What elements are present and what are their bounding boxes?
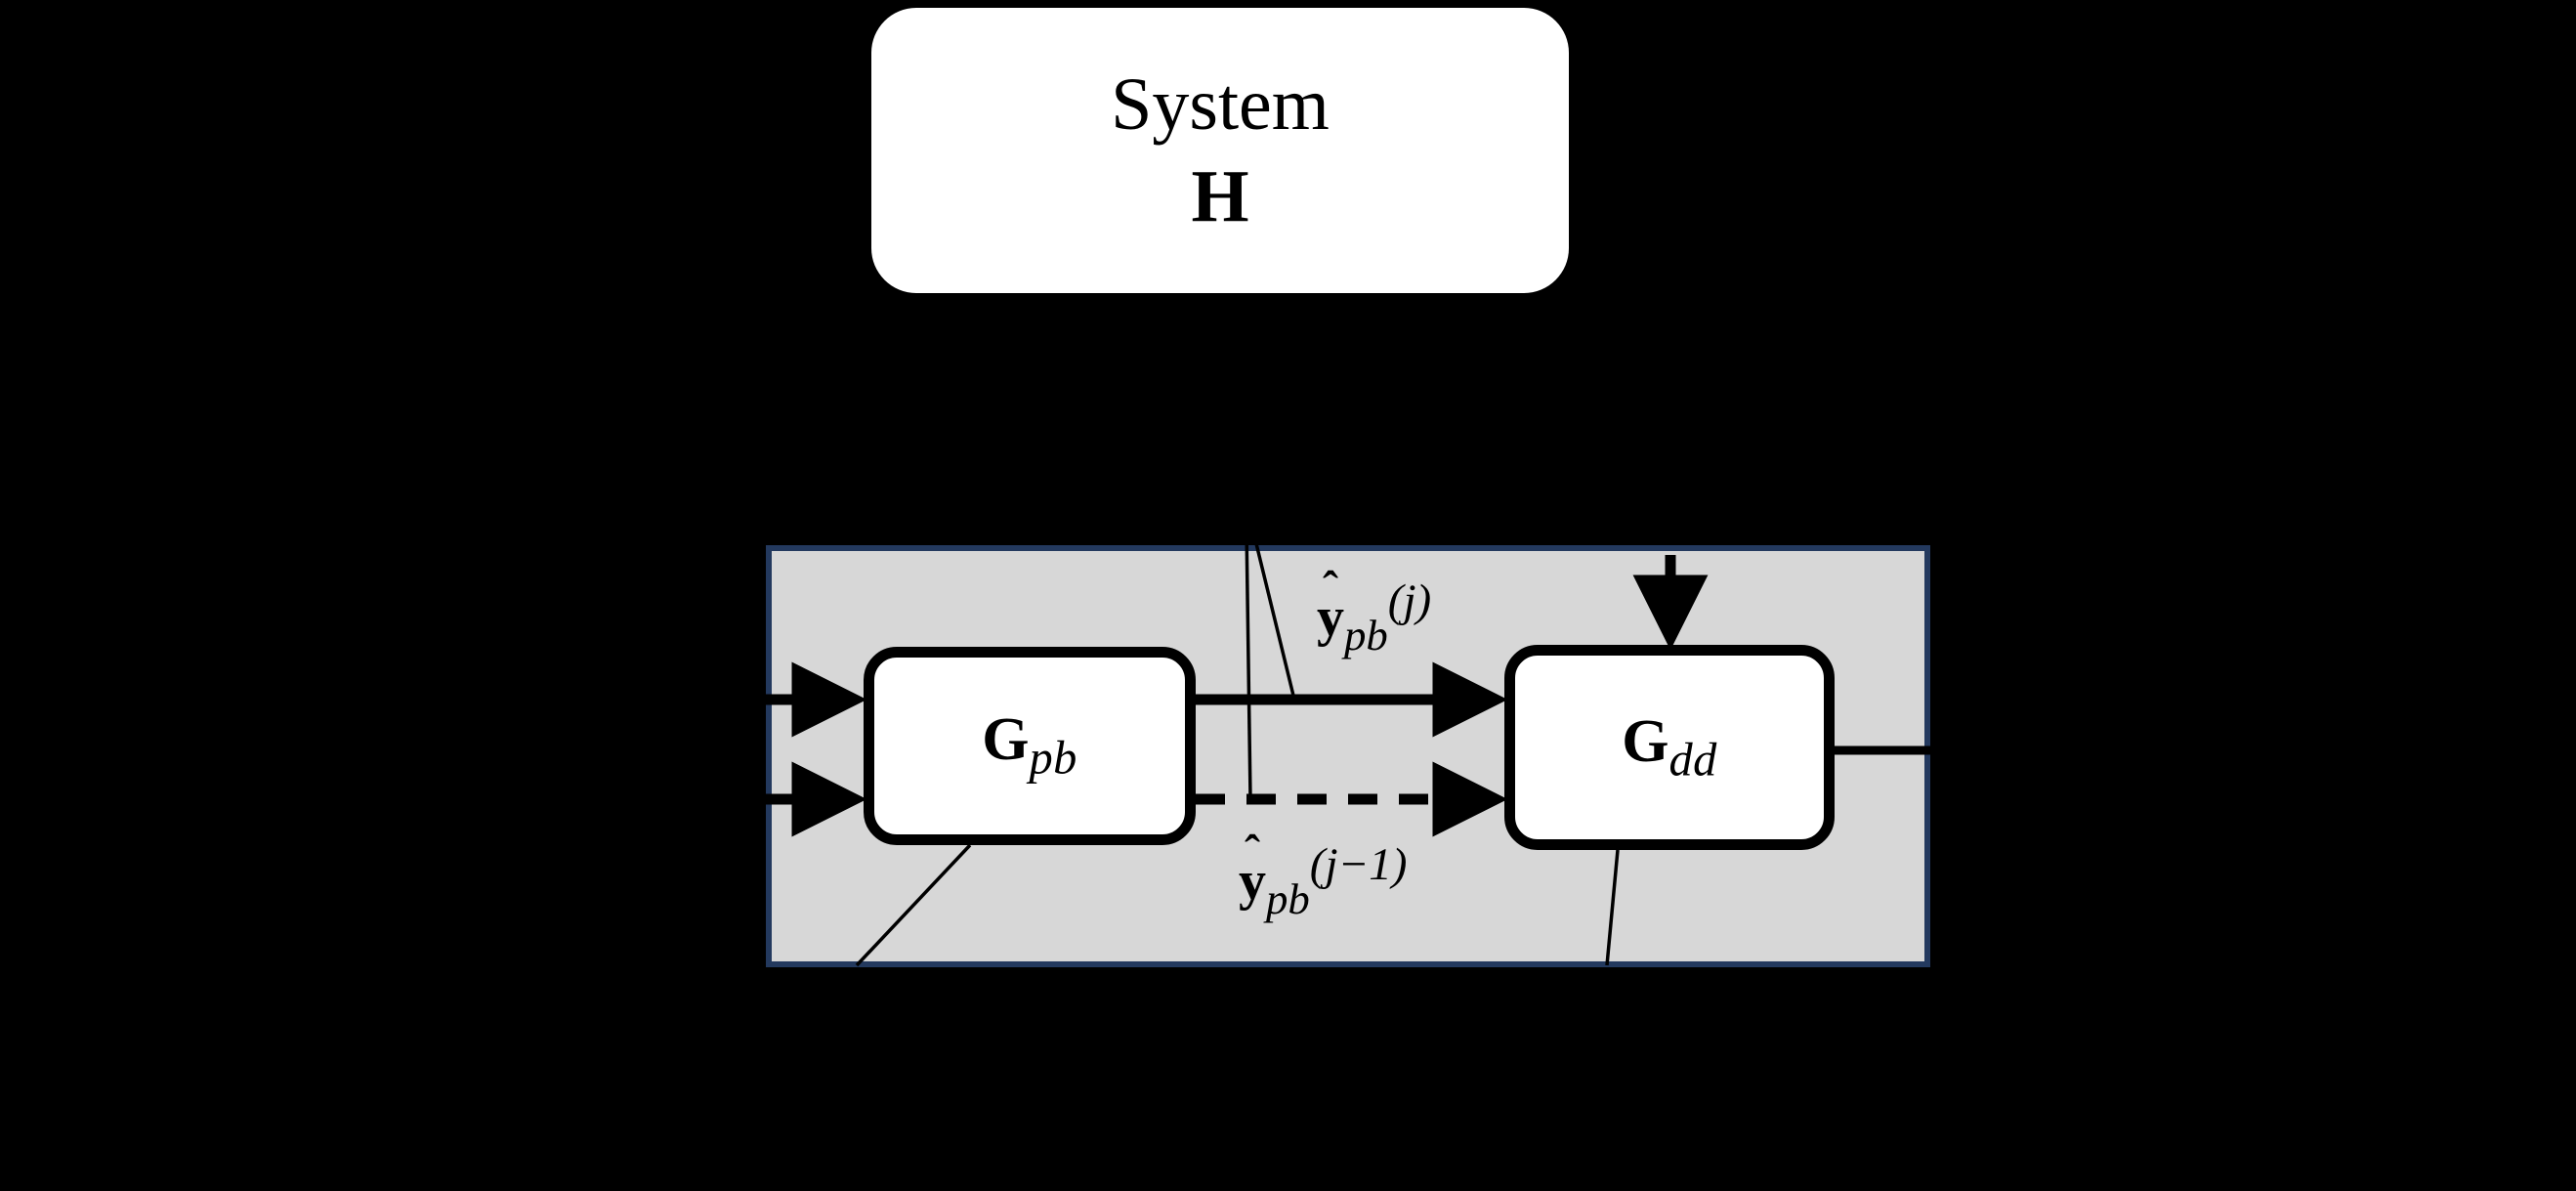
ypb-current-letter: y [1317,586,1344,648]
block-gpb-sub: pb [1029,732,1077,785]
hat-accent-icon: ˆ [1322,562,1339,615]
ypb-previous-sub: pb [1266,873,1310,923]
ypb-current-sup: (j) [1387,575,1432,626]
ypb-previous-sup: (j−1) [1309,839,1408,890]
block-gdd[interactable]: Gdd [1504,645,1835,850]
block-gpb-label: Gpb [982,709,1077,783]
hat-accent-icon: ˆ [1244,826,1261,878]
system-card-title: System [1111,64,1330,146]
ypb-previous-letter: y [1239,850,1266,912]
block-gpb[interactable]: Gpb [864,647,1196,845]
ypb-current-sub: pb [1344,610,1388,659]
block-gdd-sub: dd [1668,734,1717,787]
block-gdd-main: G [1622,707,1669,775]
system-h-card: System H [871,8,1569,293]
block-gpb-main: G [982,706,1030,774]
system-card-symbol: H [1191,155,1249,237]
block-gdd-label: Gdd [1622,711,1717,785]
